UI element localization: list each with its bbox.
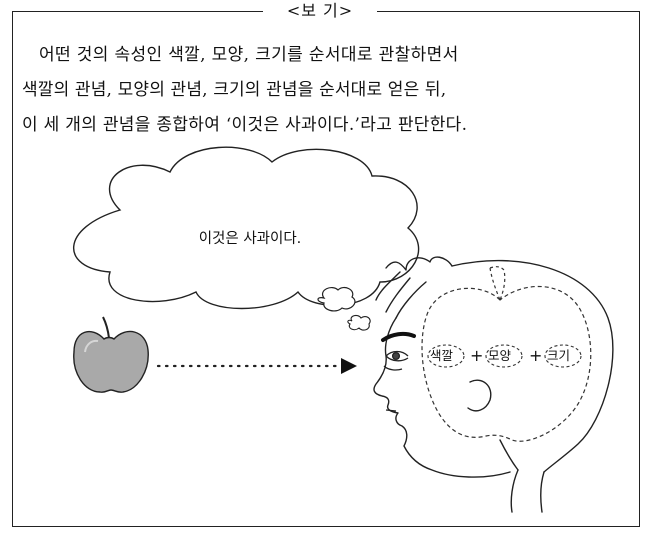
dashed-apple-stem bbox=[489, 266, 506, 301]
eye bbox=[383, 350, 409, 371]
passage: 어떤 것의 속성인 색깔, 모양, 크기를 순서대로 관찰하면서 색깔의 관념,… bbox=[22, 38, 634, 143]
concept-circle-shape bbox=[485, 344, 523, 368]
concept-size: 크기 bbox=[547, 348, 571, 363]
passage-line-2: 색깔의 관념, 모양의 관념, 크기의 관념을 순서대로 얻은 뒤, bbox=[22, 80, 447, 100]
mouth bbox=[385, 409, 397, 412]
concept-shape: 모양 bbox=[488, 348, 512, 363]
plus-sign-1: + bbox=[470, 346, 484, 365]
box-title: <보 기> bbox=[263, 0, 377, 22]
eyebrow bbox=[381, 331, 416, 342]
concept-circle-size bbox=[544, 344, 582, 368]
apple-image bbox=[73, 316, 149, 393]
concept-color: 색깔 bbox=[430, 348, 454, 363]
thought-bubble-small bbox=[347, 314, 371, 331]
concept-circle-color bbox=[427, 344, 465, 368]
passage-line-1: 어떤 것의 속성인 색깔, 모양, 크기를 순서대로 관찰하면서 bbox=[39, 45, 459, 65]
arrow-head bbox=[341, 358, 357, 374]
thought-cloud bbox=[73, 146, 420, 310]
plus-sign-2: + bbox=[529, 346, 543, 365]
thought-bubble-medium bbox=[317, 286, 356, 312]
thought-bubble-text: 이것은 사과이다. bbox=[198, 231, 302, 247]
dashed-apple-outline bbox=[421, 285, 592, 442]
passage-line-3: 이 세 개의 관념을 종합하여 ‘이것은 사과이다.’라고 판단한다. bbox=[22, 115, 468, 135]
